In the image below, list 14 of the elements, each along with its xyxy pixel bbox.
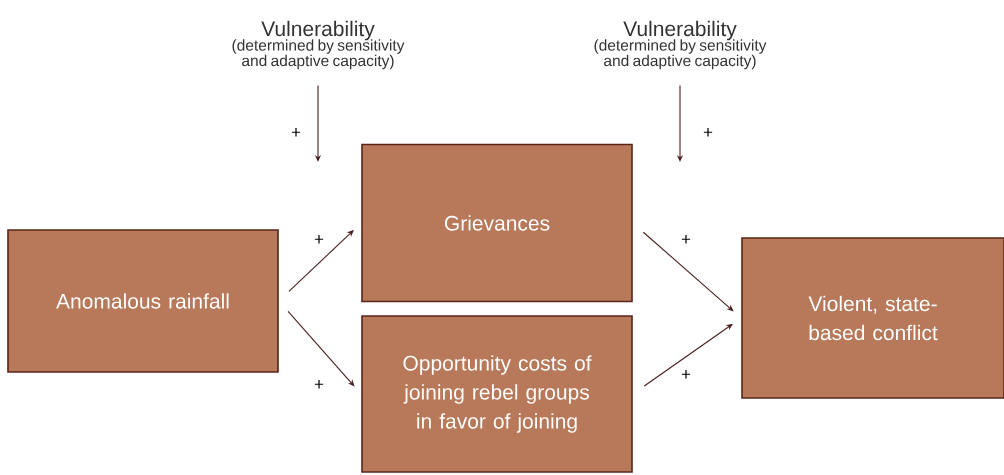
edge-label: + xyxy=(314,235,324,244)
annotation-text: Vulnerability (determined by sensitivity and adaptive capacity) xyxy=(594,20,767,70)
process-box: Grievances xyxy=(361,143,633,303)
process-box: Opportunity costs of joining rebel groups in favor of joining xyxy=(361,315,633,473)
arrow xyxy=(642,231,734,312)
edge-label: + xyxy=(703,128,713,137)
edge-label: + xyxy=(681,370,691,379)
process-box: Anomalous rainfall xyxy=(7,229,279,373)
edge-label: + xyxy=(291,128,301,137)
arrow xyxy=(287,310,355,387)
edge-label: + xyxy=(314,380,324,389)
annotation-text: Vulnerability (determined by sensitivity and adaptive capacity) xyxy=(232,20,405,70)
edge-label: + xyxy=(681,235,691,244)
process-box: Violent, state-based conflict xyxy=(741,237,1004,399)
